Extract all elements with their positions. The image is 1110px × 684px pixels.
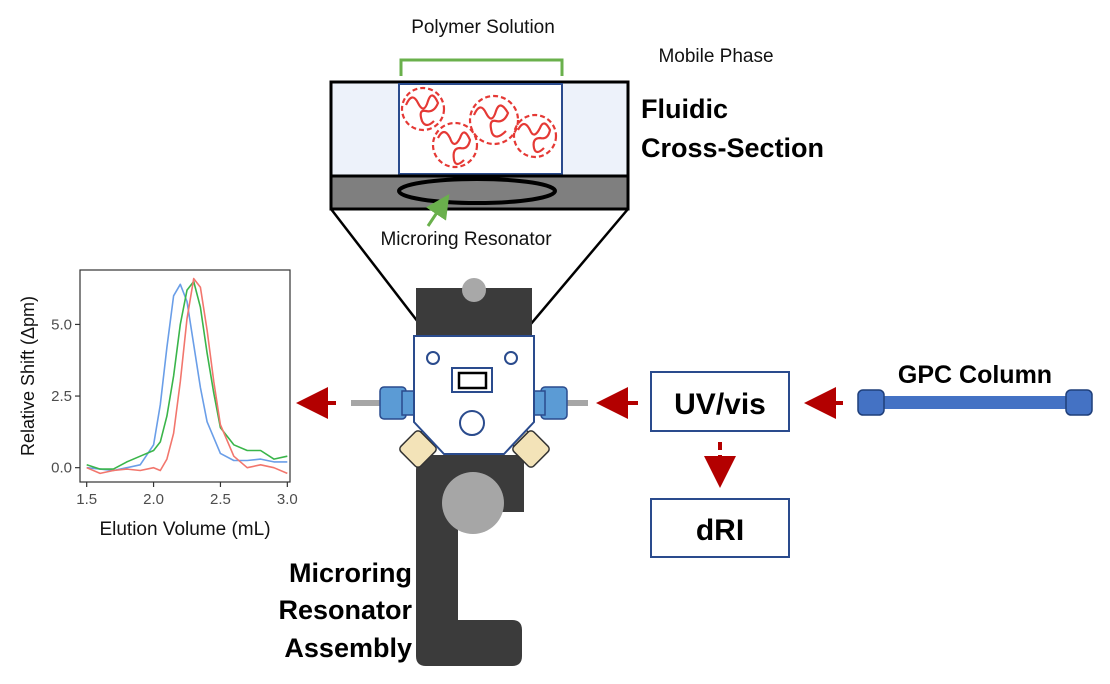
fluidic-cross-section: Polymer Solution Mobile Phase Fluidic Cr…	[329, 17, 824, 371]
polymer-solution-bracket	[399, 58, 564, 76]
uv-vis-box	[650, 371, 790, 432]
chart-panel	[79, 269, 291, 483]
flow-cell-channel-outer	[451, 367, 493, 393]
right-tubing	[566, 400, 588, 406]
chart-y-tick-label: 5.0	[51, 316, 72, 333]
chart-x-tick-label: 2.5	[210, 491, 231, 508]
dri-box	[650, 498, 790, 558]
polymer-coil	[512, 113, 558, 159]
fluidic-title-line2: Cross-Section	[641, 133, 824, 163]
flow-cell-port-right	[504, 351, 518, 365]
assembly-top-knob	[462, 278, 486, 302]
chart-ticks: 1.5 2.0 2.5 3.0 0.0 2.5 5.0	[51, 316, 298, 508]
flow-cell-port-left	[426, 351, 440, 365]
gpc-column-end-right	[1065, 389, 1093, 416]
chart-y-tick-label: 2.5	[51, 388, 72, 405]
microring-resonator-assembly: Microring Resonator Assembly	[278, 278, 588, 666]
assembly-label-line3: Assembly	[284, 633, 412, 663]
chart-y-tick-label: 0.0	[51, 460, 72, 477]
chart-series-line-3	[86, 277, 288, 475]
microring-ellipse	[397, 177, 557, 205]
uv-vis-label: UV/vis	[674, 388, 766, 421]
polymer-coil	[400, 86, 446, 132]
chart-series	[86, 277, 288, 475]
gpc-column-end-left	[857, 389, 885, 416]
polymer-coils	[400, 86, 558, 169]
polymer-chain	[472, 104, 510, 138]
left-fitting-collar	[401, 390, 415, 416]
polymer-coil	[431, 121, 479, 169]
chart-x-tick-label: 3.0	[277, 491, 298, 508]
assembly-label-line1: Microring	[289, 558, 412, 588]
chart-series-line-1	[86, 283, 288, 472]
assembly-label-line2: Resonator	[278, 595, 412, 625]
chart-x-axis-label: Elution Volume (mL)	[99, 519, 270, 540]
polymer-chain	[404, 94, 440, 127]
microring-pointer-arrow	[426, 194, 450, 227]
chart-x-tick-label: 1.5	[76, 491, 97, 508]
gpc-column-label: GPC Column	[898, 361, 1052, 389]
flow-cell-window	[457, 371, 488, 390]
mobile-phase-label: Mobile Phase	[658, 46, 773, 67]
polymer-solution-label: Polymer Solution	[411, 17, 555, 38]
assembly-bottom-knob	[442, 472, 504, 534]
dri-label: dRI	[696, 514, 744, 547]
elution-chart: 1.5 2.0 2.5 3.0 0.0 2.5 5.0 Elution Volume (mL…	[18, 269, 298, 540]
flow-cell-body	[413, 335, 535, 455]
polymer-coil	[468, 94, 520, 146]
chart-y-axis-label: Relative Shift (Δpm)	[18, 296, 38, 456]
chart-x-tick-label: 2.0	[143, 491, 164, 508]
gpc-column-tube	[876, 396, 1076, 409]
resonator-substrate	[329, 174, 630, 211]
flow-cell-center-port	[459, 410, 485, 436]
left-tubing	[351, 400, 381, 406]
microring-resonator-label: Microring Resonator	[380, 229, 552, 250]
chart-series-line-2	[86, 280, 288, 470]
flow-path: GPC Column UV/vis dRI	[296, 361, 1093, 558]
polymer-chain	[517, 122, 552, 154]
polymer-chain	[437, 130, 472, 166]
fluidic-title-line1: Fluidic	[641, 94, 728, 124]
